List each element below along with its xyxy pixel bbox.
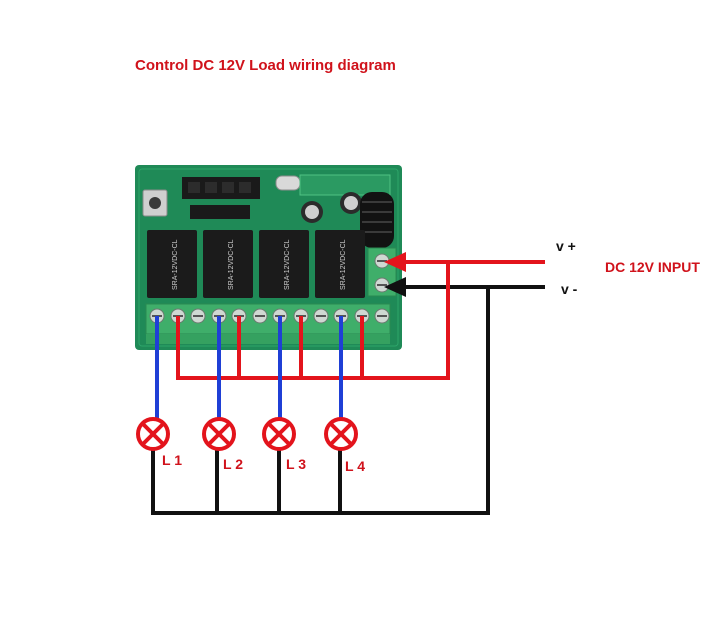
negative-wire [151,285,545,515]
lamp-4-icon [324,417,358,451]
relay-1-marking: SRA-12VDC-CL [172,239,179,290]
relay-4-marking: SRA-12VDC-CL [340,239,347,290]
crystal [275,175,301,191]
relay-3: SRA-12VDC-CL [259,230,309,298]
negative-label: v - [561,281,578,297]
antenna-coil [360,192,394,248]
decoder-chip [182,177,260,199]
wiring [151,260,545,515]
load-3-label: L 3 [286,456,306,472]
negative-arrow [384,277,406,297]
capacitor-2 [340,192,362,214]
load-4-label: L 4 [345,458,365,474]
positive-label: v + [556,238,576,254]
positive-wire [176,260,545,380]
relay-1: SRA-12VDC-CL [147,230,197,298]
lamp-2-icon [202,417,236,451]
relay-4: SRA-12VDC-CL [315,230,365,298]
lamps [136,417,358,451]
relay-3-marking: SRA-12VDC-CL [284,239,291,290]
learn-button [142,189,168,217]
positive-arrow [384,252,406,272]
relay-board: SRA-12VDC-CL SRA-12VDC-CL SRA-12VDC-CL S… [135,165,402,350]
diagram-title: Control DC 12V Load wiring diagram [135,57,396,74]
relay-2: SRA-12VDC-CL [203,230,253,298]
load-1-label: L 1 [162,452,182,468]
lamp-3-icon [262,417,296,451]
driver-chip [190,205,250,219]
relay-2-marking: SRA-12VDC-CL [228,239,235,290]
capacitor-1 [301,201,323,223]
load-2-label: L 2 [223,456,243,472]
lamp-1-icon [136,417,170,451]
output-terminal-block [145,303,391,344]
dc-input-label: DC 12V INPUT [605,259,700,275]
